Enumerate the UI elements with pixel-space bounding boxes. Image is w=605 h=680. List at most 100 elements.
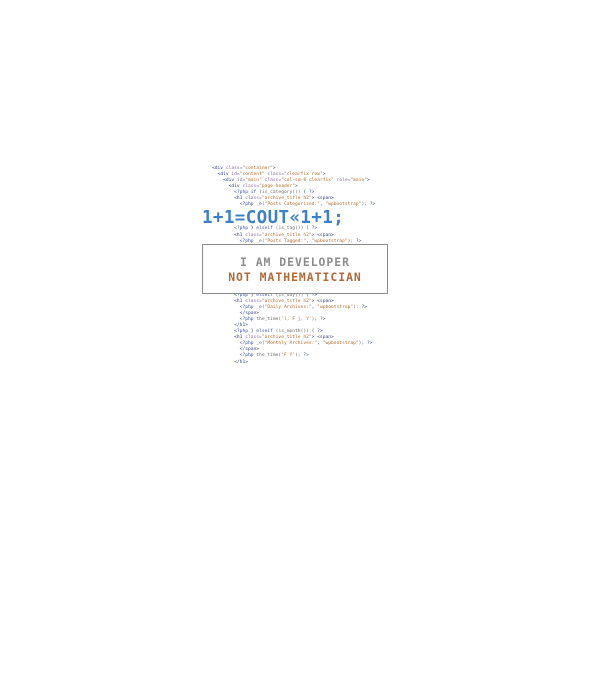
code-token: <div [217,172,232,178]
code-line: <?php _e("Posts Tagged:", "wpbootstrap")… [212,239,402,245]
code-token: (is_day()) [275,292,307,298]
code-token: </h1> [234,359,248,365]
code-token: </h1> [234,323,248,329]
code-token: "col-sm-8 clearfix" [281,178,337,184]
code-token: "Posts Tagged:" [264,238,307,244]
code-token: > <span> [311,299,334,305]
code-token: "main" [245,178,265,184]
code-token: > <span> [311,335,334,341]
code-token: <?php [239,202,257,208]
code-token: , [319,202,326,208]
code-token: class= [225,166,243,171]
code-token: <h1 [234,335,246,341]
code-token: id= [231,172,240,178]
code-token: <?php [239,305,257,311]
code-token: { ?> [306,292,318,298]
code-token: "Monthly Archives:" [264,341,318,347]
code-token: elseif [256,292,276,298]
code-token: 'F Y' [281,353,296,359]
code-token: ?> [361,305,367,311]
code-token: , [306,238,312,244]
code-token: the_time( [256,353,282,359]
code-token: <?php [234,190,251,196]
code-token: { ?> [303,190,315,196]
code-token: <div [223,178,237,184]
code-token: elseif [256,329,276,335]
code-token: (is_month()) [275,329,312,335]
code-line: </span> [212,311,402,317]
code-token: class= [242,184,260,190]
code-token: <h1 [234,196,246,202]
code-token: </span> [239,347,260,353]
code-token: </span> [239,311,260,317]
code-token: > [367,178,370,184]
code-token: _e( [256,202,265,208]
code-token: class= [245,335,262,341]
code-token: "content" [239,172,268,178]
code-token: ?> [319,317,326,323]
code-token: _e( [256,305,265,311]
code-token: { ?> [306,226,318,232]
code-line: <div class="container"> [212,166,402,172]
code-token: , [311,305,318,311]
code-token: <?php [239,341,257,347]
code-token: "archive_title h2" [261,196,312,202]
code-token: 'l, F j, Y' [281,317,312,323]
code-token: class= [245,196,262,202]
code-token: ?> [369,202,376,208]
code-token: class= [267,172,284,178]
code-token: > <span> [311,232,334,238]
code-token: <?php [239,238,257,244]
code-token: , [317,341,323,347]
code-token: <h1 [234,299,246,305]
code-token: "wpbootstrap" [325,202,362,208]
code-token: "main" [350,178,367,184]
code-line: <?php if (is_category()) { ?> [212,190,402,196]
code-token: "wpbootstrap" [311,238,348,244]
developer-badge: I AM DEVELOPER NOT MATHEMATICIAN [202,244,388,294]
code-line: <div id="main" class="col-sm-8 clearfix"… [212,178,402,184]
code-token: ); [361,202,370,208]
code-token: class= [245,232,262,238]
code-token: } [250,329,257,335]
code-token: "Posts Categorized:" [264,202,320,208]
code-token: <div [228,184,243,190]
code-token: the_time( [256,317,282,323]
code-token: "Daily Archives:" [264,305,312,311]
code-line: <div class="page-header"> [212,184,402,190]
code-token: ?> [355,238,362,244]
code-token: <?php [234,329,251,335]
code-token: "archive_title h2" [261,232,312,238]
code-token: ); [347,238,356,244]
code-token: "archive_title h2" [261,335,312,341]
code-token: <?php [234,292,251,298]
code-token: { ?> [311,329,323,335]
code-token: "clearfix row" [283,172,323,178]
code-token: > [272,166,276,171]
code-token: (is_category()) [259,190,304,196]
code-line: <?php _e("Monthly Archives:", "wpbootstr… [212,341,402,347]
code-token: > <span> [311,196,334,202]
headline-cout-expression: 1+1=COUT«1+1; [202,208,345,228]
code-token: "wpbootstrap" [317,305,354,311]
code-line: <h1 class="archive_title h2"> <span> [212,196,402,202]
code-line: <?php } elseif (is_month()) { ?> [212,329,402,335]
code-token: class= [264,178,282,184]
code-token: > [322,172,326,178]
code-token: ); [311,317,320,323]
code-line: <?php the_time('F Y'); ?> [212,353,402,359]
code-line: <?php } elseif (is_day()) { ?> [212,293,402,299]
code-token: <?php [234,226,251,232]
code-token: "archive_title h2" [261,299,312,305]
code-token: } [250,226,257,232]
code-token: ); [353,305,362,311]
badge-line-mathematician: NOT MATHEMATICIAN [228,270,362,284]
code-line: <?php _e("Daily Archives:", "wpbootstrap… [212,305,402,311]
code-token: <div [212,166,226,171]
code-token: } [250,292,257,298]
code-token: if [250,190,260,196]
code-token: _e( [256,238,265,244]
code-line: </h1> [212,360,402,366]
code-line: <h1 class="archive_title h2"> <span> [212,335,402,341]
